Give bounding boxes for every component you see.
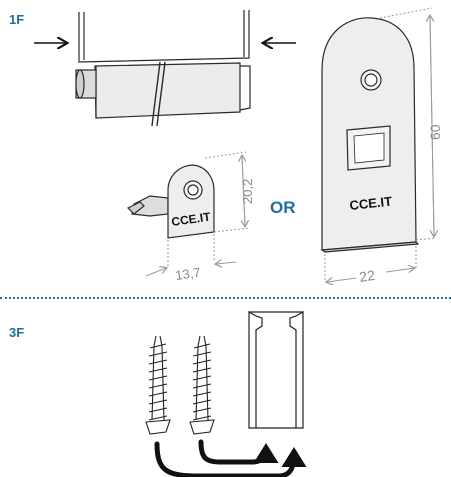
section-divider	[0, 297, 451, 299]
large-plate-width-dimension: 22	[358, 267, 376, 285]
small-bracket-height-dimension: 20,2	[240, 179, 255, 204]
screw-right	[189, 335, 215, 435]
large-plate-dimensions	[324, 7, 436, 282]
curved-arrow-icon	[154, 441, 307, 477]
section-label-3f: 3F	[9, 325, 25, 340]
section-label-1f: 1F	[9, 12, 25, 27]
or-label: OR	[270, 198, 296, 217]
small-bracket-brand: CCE.IT	[170, 210, 212, 229]
large-plate-brand: CCE.IT	[349, 194, 393, 213]
large-plate	[320, 17, 420, 253]
small-bracket-width-dimension: 13,7	[174, 265, 201, 283]
screw-left	[145, 335, 171, 435]
u-profile	[248, 310, 304, 429]
spring-clip	[75, 10, 251, 127]
large-plate-height-dimension: 60	[427, 124, 443, 140]
small-bracket	[126, 164, 215, 239]
curved-arrow-icon	[198, 439, 279, 465]
insert-arrows	[154, 439, 307, 477]
small-bracket-dimensions	[145, 151, 251, 277]
